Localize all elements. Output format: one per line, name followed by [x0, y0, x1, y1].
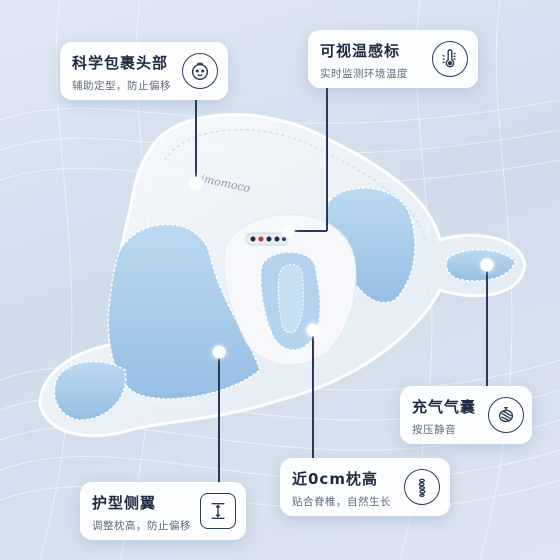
feature-subtitle: 实时监测环境温度	[320, 68, 408, 80]
feature-card-side-wings: 护型侧翼 调整枕高，防止偏移	[80, 482, 246, 540]
air-pump-icon	[488, 397, 524, 433]
hotspot-air	[480, 258, 494, 272]
left-tail	[53, 360, 127, 421]
leader-head	[195, 100, 197, 182]
feature-card-temperature: 可视温感标 实时监测环境温度	[308, 30, 478, 88]
hotspot-head	[189, 176, 203, 190]
leader-air	[486, 266, 488, 386]
feature-title: 护型侧翼	[92, 494, 157, 512]
feature-card-air-bag: 充气气囊 按压静音	[400, 386, 532, 444]
feature-title: 科学包裹头部	[72, 54, 169, 72]
hotspot-zero	[306, 323, 320, 337]
feature-card-head-wrap: 科学包裹头部 辅助定型，防止偏移	[60, 42, 228, 100]
feature-title: 充气气囊	[412, 398, 477, 416]
leader-side	[218, 352, 220, 482]
height-adjust-icon	[200, 493, 236, 529]
feature-card-zero-height: 近0cm枕高 贴合脊椎，自然生长	[280, 458, 450, 516]
leader-temp	[326, 88, 328, 231]
baby-face-icon	[182, 53, 218, 89]
hotspot-side	[212, 345, 226, 359]
feature-title: 近0cm枕高	[292, 470, 378, 488]
feature-subtitle: 贴合脊椎，自然生长	[292, 496, 391, 508]
feature-subtitle: 按压静音	[412, 424, 456, 436]
leader-temp-h	[290, 230, 327, 232]
leader-zero	[312, 330, 314, 458]
thermometer-icon	[432, 41, 468, 77]
hotspot-temp	[281, 224, 295, 238]
spine-icon	[404, 469, 440, 505]
feature-subtitle: 辅助定型，防止偏移	[72, 80, 171, 92]
feature-subtitle: 调整枕高，防止偏移	[92, 520, 191, 532]
feature-title: 可视温感标	[320, 42, 401, 60]
